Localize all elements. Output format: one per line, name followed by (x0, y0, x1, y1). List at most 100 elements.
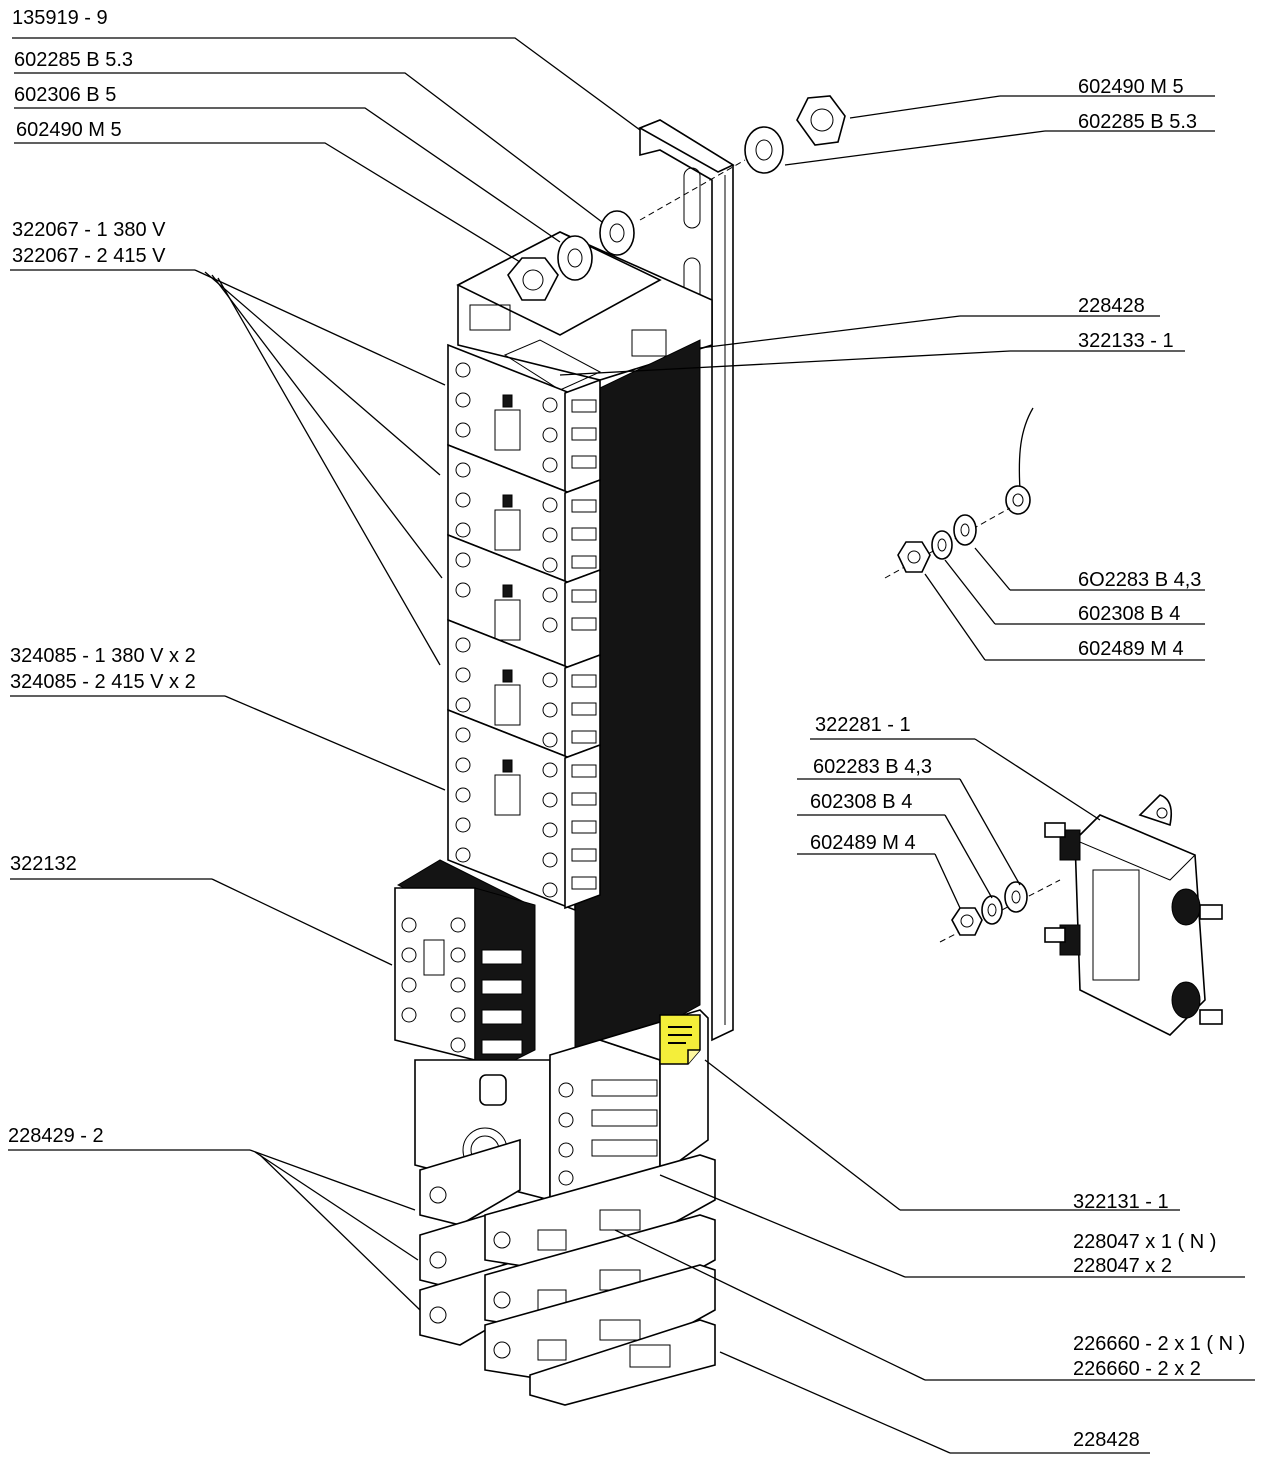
wire-slot (571, 674, 597, 688)
bottom-end-stop (529, 1319, 716, 1406)
label-nut-602490-left: 602490 M 5 (16, 119, 122, 141)
screw-terminal (542, 427, 558, 443)
contactor-button (502, 584, 513, 598)
label-relay-322132: 322132 (10, 853, 77, 875)
wire-slot (571, 764, 597, 778)
label-washer-602283-top: 6O2283 B 4,3 (1078, 569, 1201, 591)
label-contactor-322067-1: 322067 - 1 380 V (12, 219, 166, 241)
screw-terminal (455, 552, 471, 568)
label-washer-602283-mid: 602283 B 4,3 (813, 756, 932, 778)
screw-terminal (542, 397, 558, 413)
contactor-window (494, 509, 521, 551)
screw-terminal (542, 672, 558, 688)
contactor-side (564, 568, 601, 670)
terminal-228429 (419, 1138, 521, 1226)
wire-slot (571, 848, 597, 862)
screw-terminal (542, 527, 558, 543)
screw-terminal (455, 667, 471, 683)
label-rail: 135919 - 9 (12, 7, 108, 29)
terminal-window (537, 1229, 567, 1251)
label-terminal-226660-2: 226660 - 2 x 2 (1073, 1358, 1201, 1380)
screw-terminal (542, 732, 558, 748)
screw-terminal (455, 582, 471, 598)
washer-602285-left (599, 210, 635, 256)
screw-terminal (455, 492, 471, 508)
label-endstop-228428-bottom: 228428 (1073, 1429, 1140, 1451)
label-washer-602285-right: 602285 B 5.3 (1078, 111, 1197, 133)
wire-slot (571, 820, 597, 834)
label-washer-602308-mid: 602308 B 4 (810, 791, 912, 813)
label-terminal-228429-2: 228429 - 2 (8, 1125, 104, 1147)
wire-slot (571, 589, 597, 603)
screw-terminal (455, 522, 471, 538)
label-terminal-228047-2: 228047 x 2 (1073, 1255, 1172, 1277)
screw-terminal (542, 792, 558, 808)
screw-terminal (455, 362, 471, 378)
screw-terminal (542, 882, 558, 898)
wire-slot (571, 527, 597, 541)
contactor-button (502, 759, 513, 773)
contactor-stack (447, 339, 701, 1061)
washer-602308-mid (981, 895, 1003, 925)
contactor-window (494, 599, 521, 641)
label-cover-322133-1: 322133 - 1 (1078, 330, 1174, 352)
label-washer-602308-top: 602308 B 4 (1078, 603, 1180, 625)
screw-terminal (455, 697, 471, 713)
screw-terminal (455, 787, 471, 803)
wire-slot (571, 499, 597, 513)
screw-terminal (455, 847, 471, 863)
din-rail (638, 119, 735, 1042)
nut-602490-right (796, 95, 846, 146)
label-terminal-226660-n: 226660 - 2 x 1 ( N ) (1073, 1333, 1245, 1355)
terminal-blocks (419, 1138, 716, 1386)
label-nut-602489-mid: 602489 M 4 (810, 832, 916, 854)
label-filter-322281-1: 322281 - 1 (815, 714, 911, 736)
terminal-screw (429, 1186, 447, 1204)
leader-lines (160, 37, 1101, 1454)
filter-322281-1 (939, 794, 1223, 1036)
top-fasteners (507, 95, 846, 301)
terminal-screw (493, 1231, 511, 1249)
wire-slot (571, 617, 597, 631)
wire-slot (571, 730, 597, 744)
screw-terminal (455, 392, 471, 408)
ground-assembly (884, 407, 1034, 579)
screw-terminal (542, 557, 558, 573)
terminal-window (599, 1319, 641, 1341)
screw-terminal (542, 587, 558, 603)
screw-terminal (455, 422, 471, 438)
contactor-button (502, 669, 513, 683)
washer-602283-mid (1004, 881, 1028, 913)
nut-602490-left (507, 257, 559, 301)
wire-slot (571, 876, 597, 890)
terminal-screw (429, 1251, 447, 1269)
contactor-window (494, 684, 521, 726)
label-relay-322131-1: 322131 - 1 (1073, 1191, 1169, 1213)
wire-slot (571, 702, 597, 716)
screw-terminal (542, 702, 558, 718)
screw-terminal (542, 617, 558, 633)
screw-terminal (455, 727, 471, 743)
label-nut-602490-right: 602490 M 5 (1078, 76, 1184, 98)
wire-slot (571, 427, 597, 441)
screw-terminal (542, 822, 558, 838)
washer-602285-right (744, 126, 784, 174)
screw-terminal (455, 757, 471, 773)
terminal-screw (493, 1291, 511, 1309)
contactor-side (564, 378, 601, 495)
label-washer-602285-left: 602285 B 5.3 (14, 49, 133, 71)
screw-terminal (542, 457, 558, 473)
label-contactor-324085-2: 324085 - 2 415 V x 2 (10, 671, 196, 693)
label-contactor-324085-1: 324085 - 1 380 V x 2 (10, 645, 196, 667)
sticky-note-icon[interactable] (659, 1014, 701, 1065)
right-labels: 602490 M 5 602285 B 5.3 228428 322133 - … (797, 76, 1255, 1454)
terminal-window (537, 1339, 567, 1361)
label-washer-602306-left: 602306 B 5 (14, 84, 116, 106)
washer-602308-top (931, 530, 953, 560)
label-contactor-322067-2: 322067 - 2 415 V (12, 245, 166, 267)
screw-terminal (455, 637, 471, 653)
wire-slot (571, 792, 597, 806)
note-fold (687, 1049, 700, 1064)
wire-slot (571, 455, 597, 469)
